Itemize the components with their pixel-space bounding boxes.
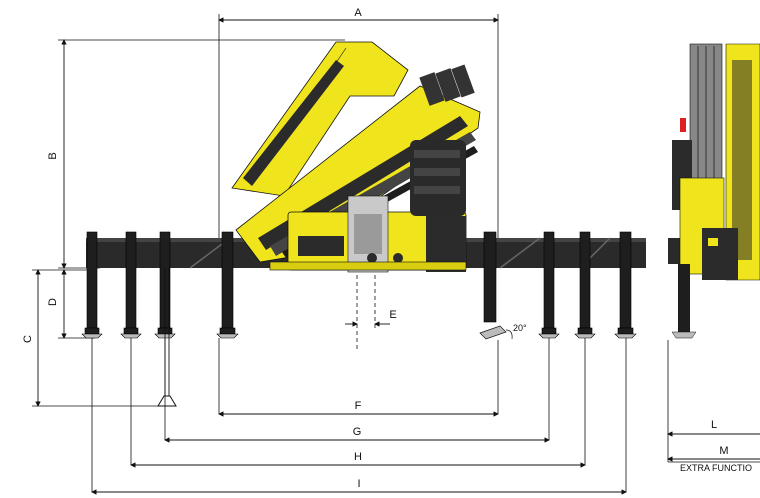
label-angle: 20°: [513, 323, 527, 333]
label-a: A: [354, 7, 362, 19]
label-f: F: [355, 400, 362, 412]
label-e: E: [389, 309, 396, 321]
dimension-labels: A B C D E F G H I L M 20° EXTRA FUNCTIO: [22, 7, 752, 490]
label-b: B: [47, 152, 59, 159]
label-extra: EXTRA FUNCTIO: [680, 463, 752, 473]
crane-side-view: [668, 43, 760, 463]
dimension-lines: [35, 17, 760, 495]
lowered-leg: [157, 268, 177, 407]
label-i: I: [357, 478, 360, 490]
label-l: L: [711, 419, 717, 431]
tilted-foot: [479, 325, 513, 340]
label-m: M: [719, 445, 728, 457]
label-g: G: [353, 426, 362, 438]
label-d: D: [47, 298, 59, 306]
label-c: C: [22, 335, 34, 343]
label-h: H: [354, 451, 362, 463]
crane-body: [231, 41, 481, 273]
